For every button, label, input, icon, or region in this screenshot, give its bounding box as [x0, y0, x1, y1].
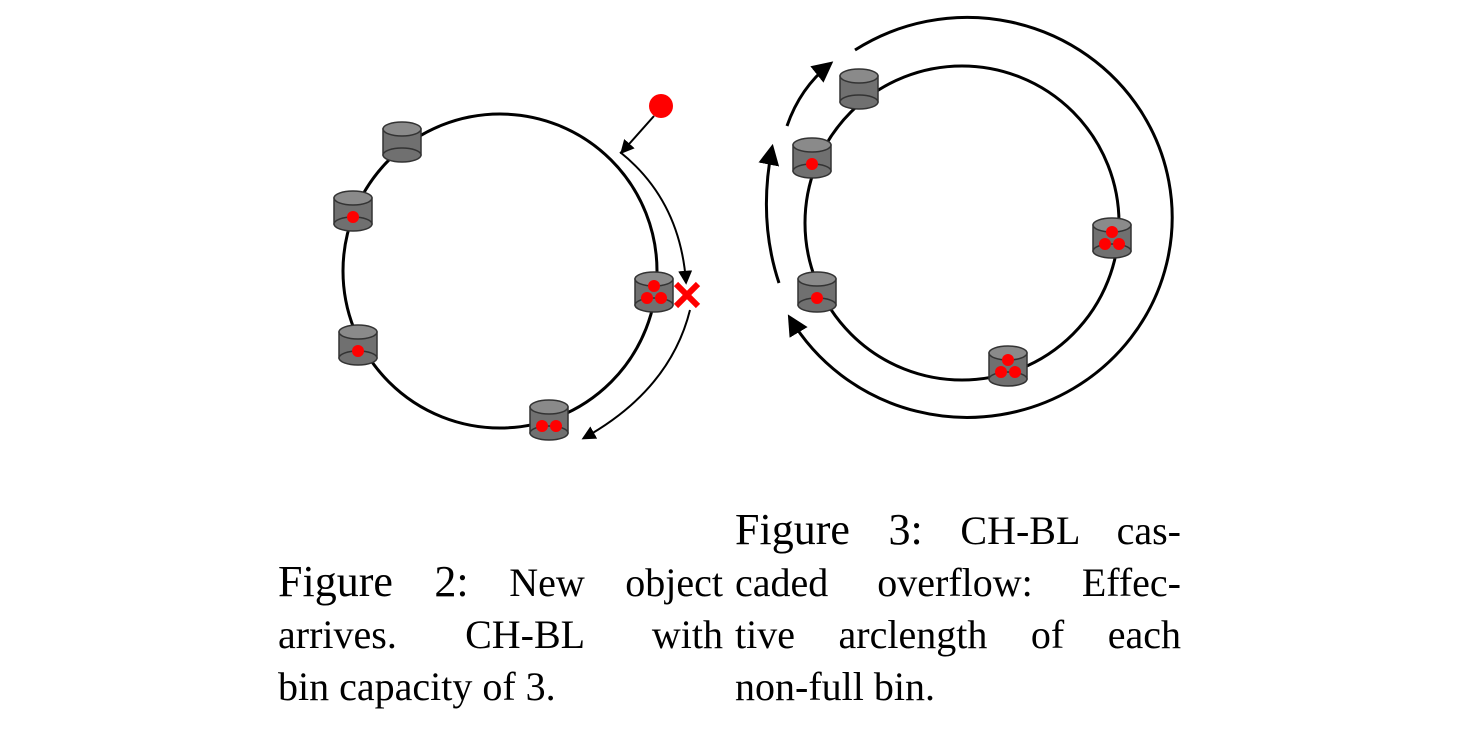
object-dot-icon — [1099, 238, 1111, 250]
caption-line: non-full bin. — [735, 664, 935, 709]
incoming-arrow — [620, 115, 655, 155]
arclength-arrow — [758, 143, 781, 284]
object-dot-icon — [995, 366, 1007, 378]
figure-diagrams — [333, 15, 1174, 441]
figure-3-caption: Figure 3: CH-BL cas- caded overflow: Eff… — [735, 504, 1181, 713]
overflow-arrow — [619, 151, 693, 285]
object-dot-icon — [648, 280, 660, 292]
cross-icon — [673, 281, 701, 309]
bin-icon — [634, 271, 674, 313]
new-object-icon — [649, 94, 673, 118]
bin-icon — [1092, 217, 1132, 259]
caption-line: caded overflow: Effec- — [735, 560, 1181, 605]
bin-icon — [792, 137, 832, 179]
object-dot-icon — [1113, 238, 1125, 250]
bin-icon — [338, 324, 378, 366]
object-dot-icon — [806, 158, 818, 170]
arclength-arrow — [785, 61, 834, 127]
object-dot-icon — [550, 420, 562, 432]
arclength-arrow — [787, 15, 1174, 419]
object-dot-icon — [1002, 354, 1014, 366]
object-dot-icon — [352, 345, 364, 357]
overflow-arrow — [581, 309, 691, 440]
figure-3-diagram — [758, 15, 1174, 419]
figure-2-label: Figure 2: — [278, 557, 469, 606]
object-dot-icon — [641, 292, 653, 304]
hash-ring — [803, 64, 1121, 382]
caption-line: New object — [509, 560, 724, 605]
figure-2-caption: Figure 2: New object arrives. CH-BL with… — [278, 556, 723, 713]
caption-line: tive arclength of each — [735, 612, 1181, 657]
figure-3-label: Figure 3: — [735, 505, 923, 554]
figure-2-diagram — [333, 94, 701, 441]
object-dot-icon — [347, 211, 359, 223]
caption-line: CH-BL cas- — [960, 508, 1181, 553]
object-dot-icon — [811, 292, 823, 304]
bin-icon — [988, 345, 1028, 387]
object-dot-icon — [1009, 366, 1021, 378]
object-dot-icon — [655, 292, 667, 304]
hash-ring — [341, 112, 659, 430]
caption-line: arrives. CH-BL with — [278, 612, 723, 657]
bin-icon — [839, 68, 879, 110]
bin-icon — [797, 271, 837, 313]
caption-line: bin capacity of 3. — [278, 664, 556, 709]
bin-icon — [382, 121, 422, 163]
object-dot-icon — [1106, 226, 1118, 238]
bin-icon — [529, 399, 569, 441]
object-dot-icon — [536, 420, 548, 432]
bin-icon — [333, 190, 373, 232]
